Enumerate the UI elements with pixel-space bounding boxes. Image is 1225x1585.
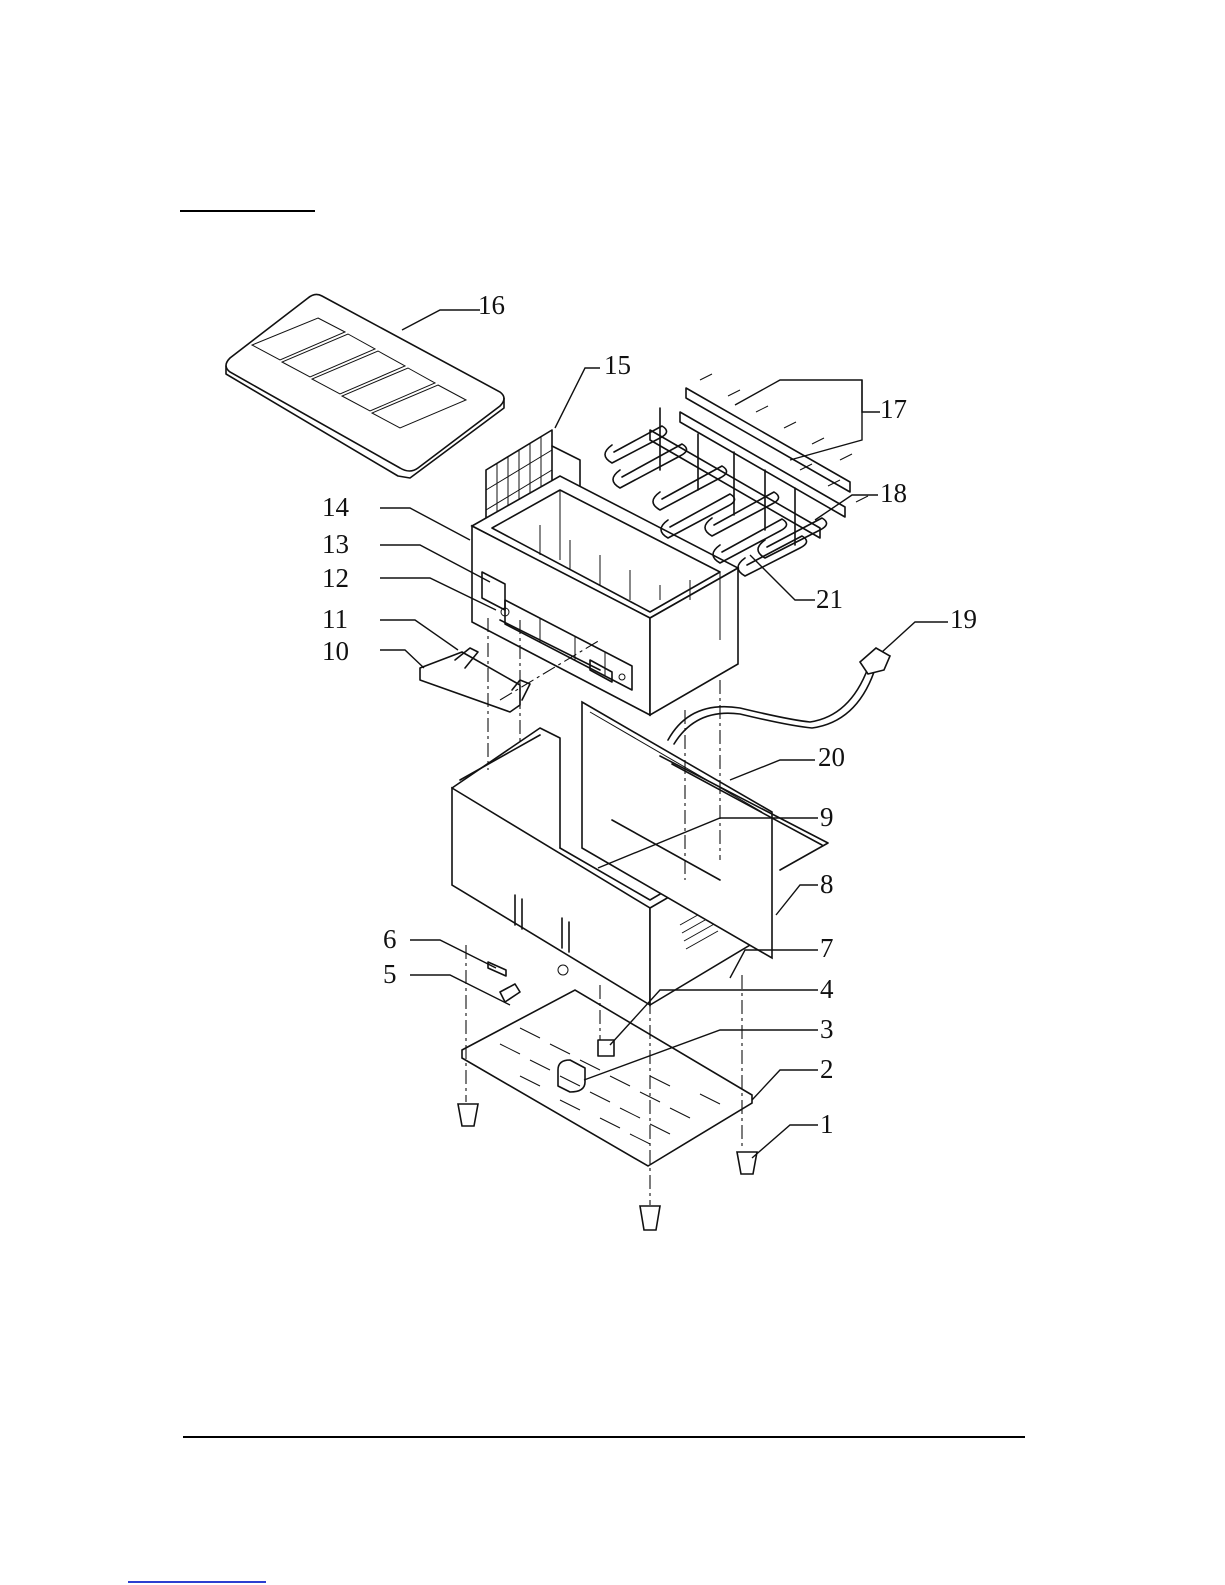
callout-6: 6 <box>383 924 397 954</box>
callout-14: 14 <box>322 492 350 522</box>
callout-17: 17 <box>880 394 907 424</box>
callout-8: 8 <box>820 869 834 899</box>
callout-3: 3 <box>820 1014 834 1044</box>
callout-10: 10 <box>322 636 349 666</box>
callout-20: 20 <box>818 742 845 772</box>
callout-7: 7 <box>820 933 834 963</box>
callout-18: 18 <box>880 478 907 508</box>
callout-16: 16 <box>478 290 505 320</box>
callout-9: 9 <box>820 802 834 832</box>
callout-11: 11 <box>322 604 348 634</box>
callout-1: 1 <box>820 1109 834 1139</box>
callout-13: 13 <box>322 529 349 559</box>
callout-15: 15 <box>604 350 631 380</box>
callout-12: 12 <box>322 563 349 593</box>
base-plate <box>462 962 752 1166</box>
callout-21: 21 <box>816 584 843 614</box>
callout-4: 4 <box>820 974 834 1004</box>
callout-19: 19 <box>950 604 977 634</box>
callout-5: 5 <box>383 959 397 989</box>
lid-part <box>226 294 504 478</box>
callout-2: 2 <box>820 1054 834 1084</box>
